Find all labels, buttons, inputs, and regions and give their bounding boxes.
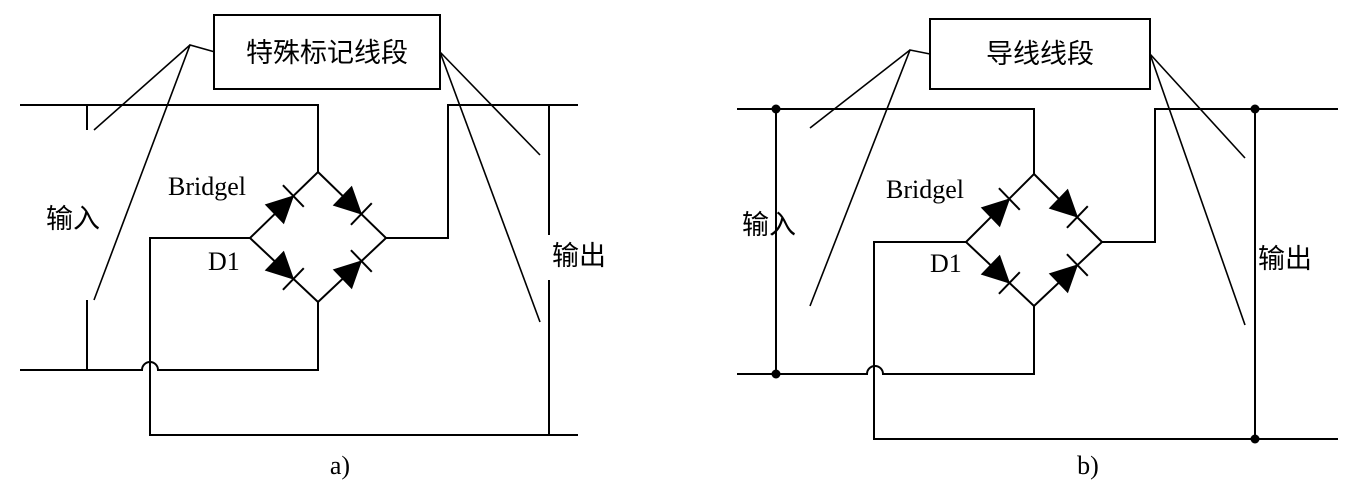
- panel-a: 特殊标记线段 Bridgel D1 输入 输出 a): [20, 14, 606, 480]
- junction-dot: [771, 369, 781, 379]
- output-label: 输出: [1258, 244, 1312, 275]
- diode-label: D1: [208, 247, 240, 276]
- junction-dot: [1250, 104, 1260, 114]
- circuit-wires: [737, 108, 1338, 440]
- junction-dot: [1250, 434, 1260, 444]
- caption-a: a): [330, 451, 350, 480]
- diode-bridge: [248, 170, 388, 304]
- caption-b: b): [1077, 451, 1099, 480]
- bridge-label: Bridgel: [886, 175, 964, 204]
- diode-bottom-right: [1048, 253, 1089, 294]
- diode-bridge: [964, 172, 1104, 308]
- bridge-label: Bridgel: [168, 172, 246, 201]
- panel-b: 导线线段 Bridgel D1 输入 输出 b): [737, 18, 1338, 480]
- diode-bottom-right: [332, 249, 373, 290]
- diode-label: D1: [930, 249, 962, 278]
- circuit-wires: [20, 104, 578, 436]
- junction-dots: [771, 104, 1260, 444]
- diode-top-right: [332, 185, 373, 226]
- leader-lines: [809, 49, 1246, 326]
- diode-bottom-left: [264, 250, 305, 291]
- leader-lines: [93, 44, 541, 323]
- diode-top-left: [980, 187, 1021, 228]
- input-label: 输入: [742, 210, 796, 241]
- special-mark-segment-box: [213, 14, 441, 90]
- wire-segment-label: 导线线段: [986, 39, 1094, 70]
- special-mark-segment-label: 特殊标记线段: [246, 38, 408, 69]
- junction-dot: [771, 104, 781, 114]
- input-label: 输入: [46, 204, 100, 235]
- output-label: 输出: [552, 241, 606, 272]
- wire-segment-box: [929, 18, 1151, 90]
- diode-bottom-left: [980, 254, 1021, 295]
- diode-top-right: [1048, 188, 1089, 229]
- diode-top-left: [264, 184, 305, 225]
